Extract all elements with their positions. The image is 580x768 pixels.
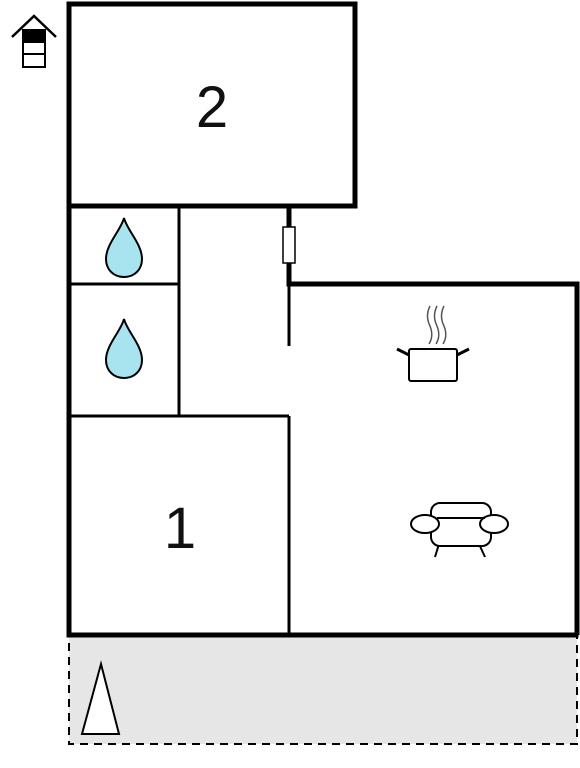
water-drop-icon	[104, 318, 144, 380]
water-drop-icon	[104, 217, 144, 279]
interior-walls	[69, 206, 291, 635]
room-label-2: 2	[196, 75, 228, 140]
cooking-pot-icon	[396, 305, 470, 382]
room-bedroom-2: 2	[66, 1, 358, 209]
house-floor-icon	[11, 14, 57, 68]
north-arrow-icon	[80, 660, 121, 735]
terrace	[68, 634, 578, 745]
outer-walls	[66, 4, 580, 638]
window	[282, 226, 296, 264]
sofa-icon	[410, 502, 509, 558]
room-label-1: 1	[164, 496, 196, 561]
